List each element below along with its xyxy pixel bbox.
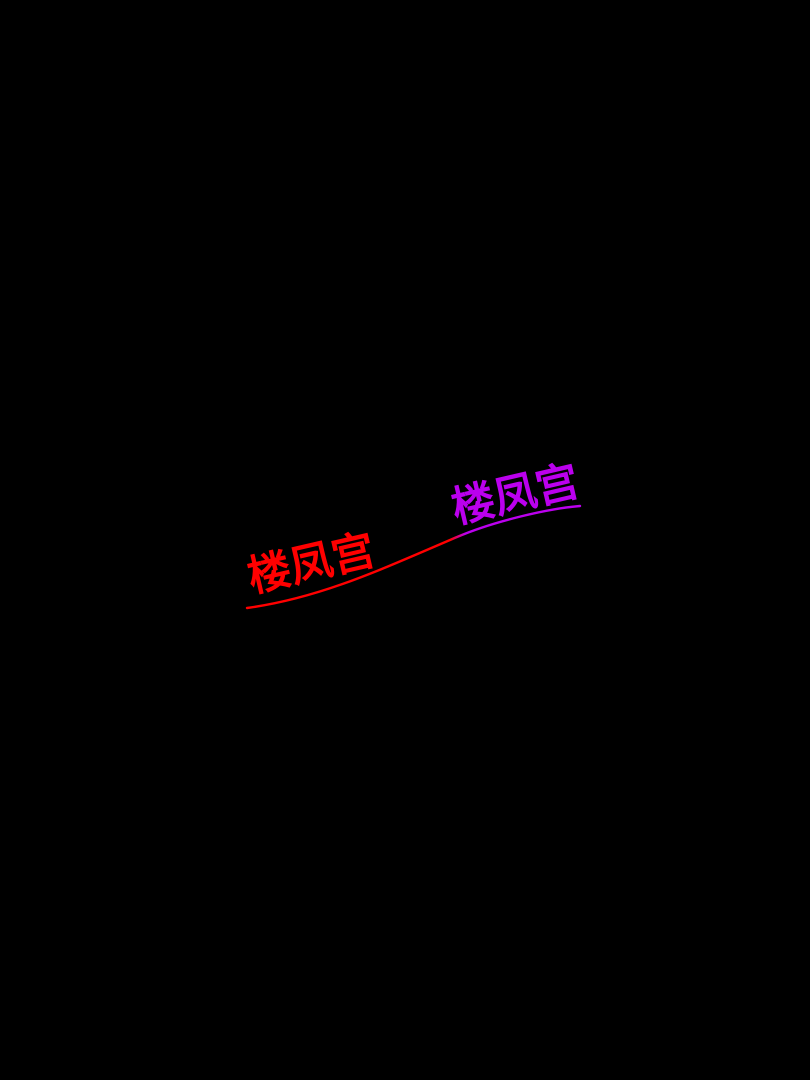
swoosh-underline-path [245,504,582,610]
